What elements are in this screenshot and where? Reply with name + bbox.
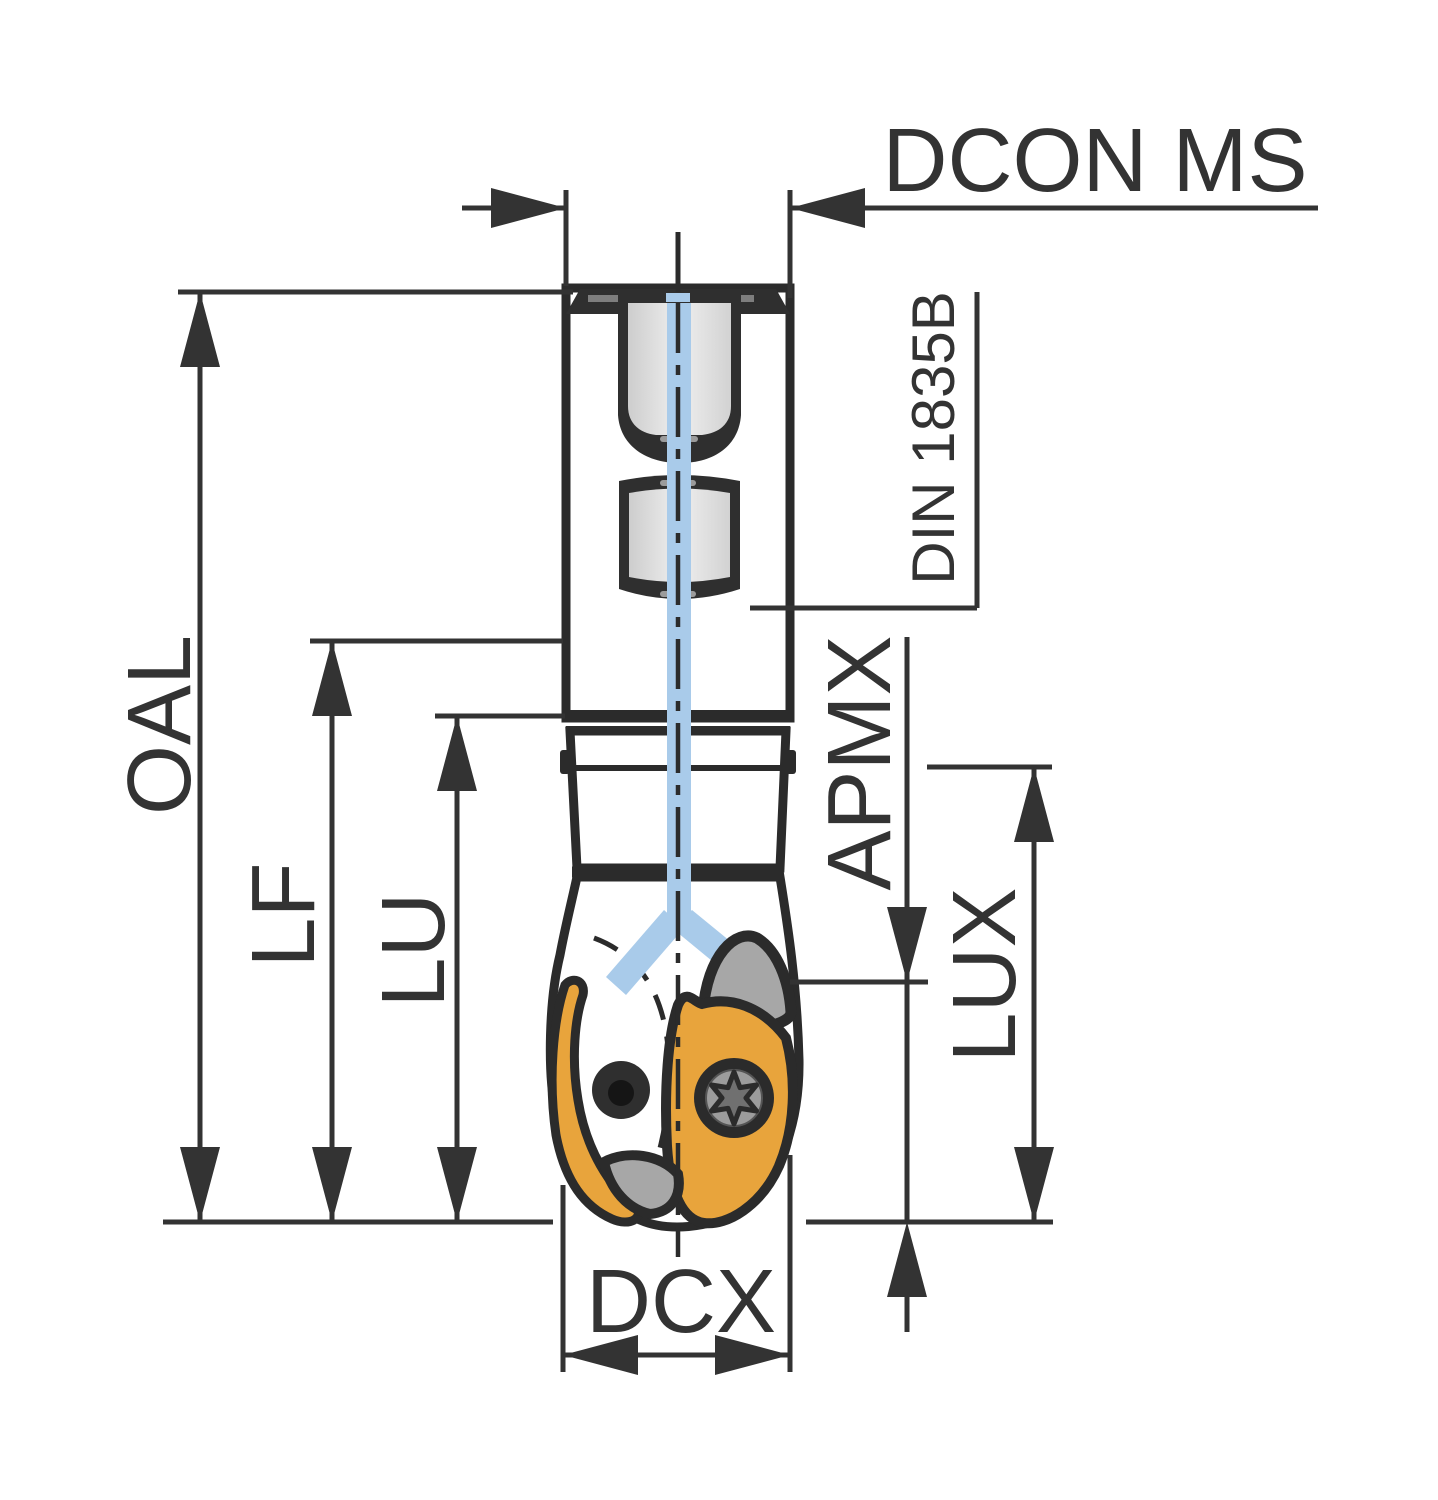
arrow-right-icon xyxy=(491,188,566,228)
dimension-dcx xyxy=(560,1155,793,1375)
dimension-apmx xyxy=(790,637,1053,1332)
dimension-lu xyxy=(435,713,565,1222)
dimension-lf xyxy=(310,638,563,1222)
arrow-right-icon xyxy=(715,1335,790,1375)
din-leader xyxy=(750,292,980,611)
ball-nose-head xyxy=(545,872,804,1232)
arrow-up-icon xyxy=(312,641,352,716)
arrow-up-icon xyxy=(437,716,477,791)
screw-hole-center xyxy=(608,1080,634,1106)
label-lu: LU xyxy=(364,892,464,1007)
arrow-up-icon xyxy=(180,292,220,367)
arrow-left-icon xyxy=(790,188,865,228)
arrow-down-icon xyxy=(887,907,927,982)
dimension-lux xyxy=(927,764,1054,1222)
label-apmx: APMX xyxy=(810,635,910,890)
label-din: DIN 1835B xyxy=(900,291,967,585)
dimension-oal xyxy=(163,289,573,1225)
coolant-branch-left xyxy=(606,910,684,995)
label-dcon: DCON MS xyxy=(883,111,1308,211)
dimensions xyxy=(163,188,1318,1375)
arrow-up-icon xyxy=(887,1222,927,1297)
arrow-up-icon xyxy=(1014,767,1054,842)
dimension-dcon xyxy=(462,188,1318,298)
labels: DCON MS DIN 1835B OAL LF LU APMX LUX DCX xyxy=(110,111,1308,1352)
label-lux: LUX xyxy=(935,887,1035,1062)
tool-drawing xyxy=(545,232,804,1257)
torx-star-icon xyxy=(709,1069,759,1127)
label-oal: OAL xyxy=(110,635,210,815)
neck-nub-left xyxy=(560,750,570,774)
label-dcx: DCX xyxy=(586,1252,776,1352)
flank-bottom-facet xyxy=(598,1150,684,1220)
arrow-down-icon xyxy=(180,1147,220,1222)
arrow-down-icon xyxy=(1014,1147,1054,1222)
arrow-down-icon xyxy=(312,1147,352,1222)
arrow-left-icon xyxy=(563,1335,638,1375)
cap-highlight-left xyxy=(588,295,638,302)
neck-nub-right xyxy=(786,750,796,774)
arrow-down-icon xyxy=(437,1147,477,1222)
torx-screw-icon xyxy=(694,1058,774,1138)
label-lf: LF xyxy=(234,862,334,967)
coolant-top-port xyxy=(666,293,690,302)
